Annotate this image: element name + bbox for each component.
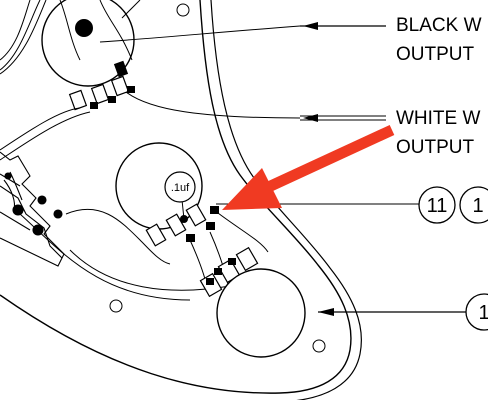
callout-1-top: 1 [459,186,488,224]
white-wire-output-label: OUTPUT [396,137,475,158]
pot-lug-solder [206,222,215,230]
pot-lug [145,223,167,247]
callout-1-bottom: 1 [465,293,488,331]
screw-hole [109,299,123,313]
pot-lug-solder [186,234,195,242]
black-wire-label: BLACK W [396,15,482,36]
pot-lug-solder [127,86,135,93]
pot-lug-solder [210,206,219,214]
capacitor-body [164,171,196,203]
selector-switch [0,151,65,267]
capacitor: .1uf [164,171,196,203]
white-wire-leader [300,114,386,122]
black-wire-output-label: OUTPUT [396,44,475,65]
svg-text:1: 1 [478,302,488,324]
pot-lug [68,89,88,111]
pot-lug-solder [214,268,222,275]
capacitor-value: .1uf [171,182,190,194]
screw-hole [312,339,326,353]
pot-lug [185,203,207,227]
pot-lug-solder [206,278,214,285]
tone-pot [115,142,219,247]
pot-lug-solder [90,102,98,109]
pot-lug-solder [228,258,236,265]
svg-text:11: 11 [427,195,448,217]
red-pointer-arrow [222,125,395,210]
volume-pot-leader [318,308,468,316]
solder-blob [75,19,93,37]
pickguard-outer-edge [0,0,352,394]
callout-11: 11 [418,186,456,224]
pot-lug-solder [108,96,116,103]
top-pot [41,0,190,111]
pot-lug [165,213,187,237]
svg-text:1: 1 [472,195,483,217]
top-wires [0,0,301,161]
pot-lug [235,246,259,272]
volume-pot-body [216,268,306,358]
white-wire-label: WHITE W [396,108,480,129]
pot-lug [90,83,110,105]
pickguard-inner-edge [210,0,362,400]
pot-lug [110,75,130,97]
pot-screw-hole [176,3,190,17]
black-wire-leader [300,22,386,30]
pot-lug [113,60,129,78]
volume-pot [199,246,306,358]
